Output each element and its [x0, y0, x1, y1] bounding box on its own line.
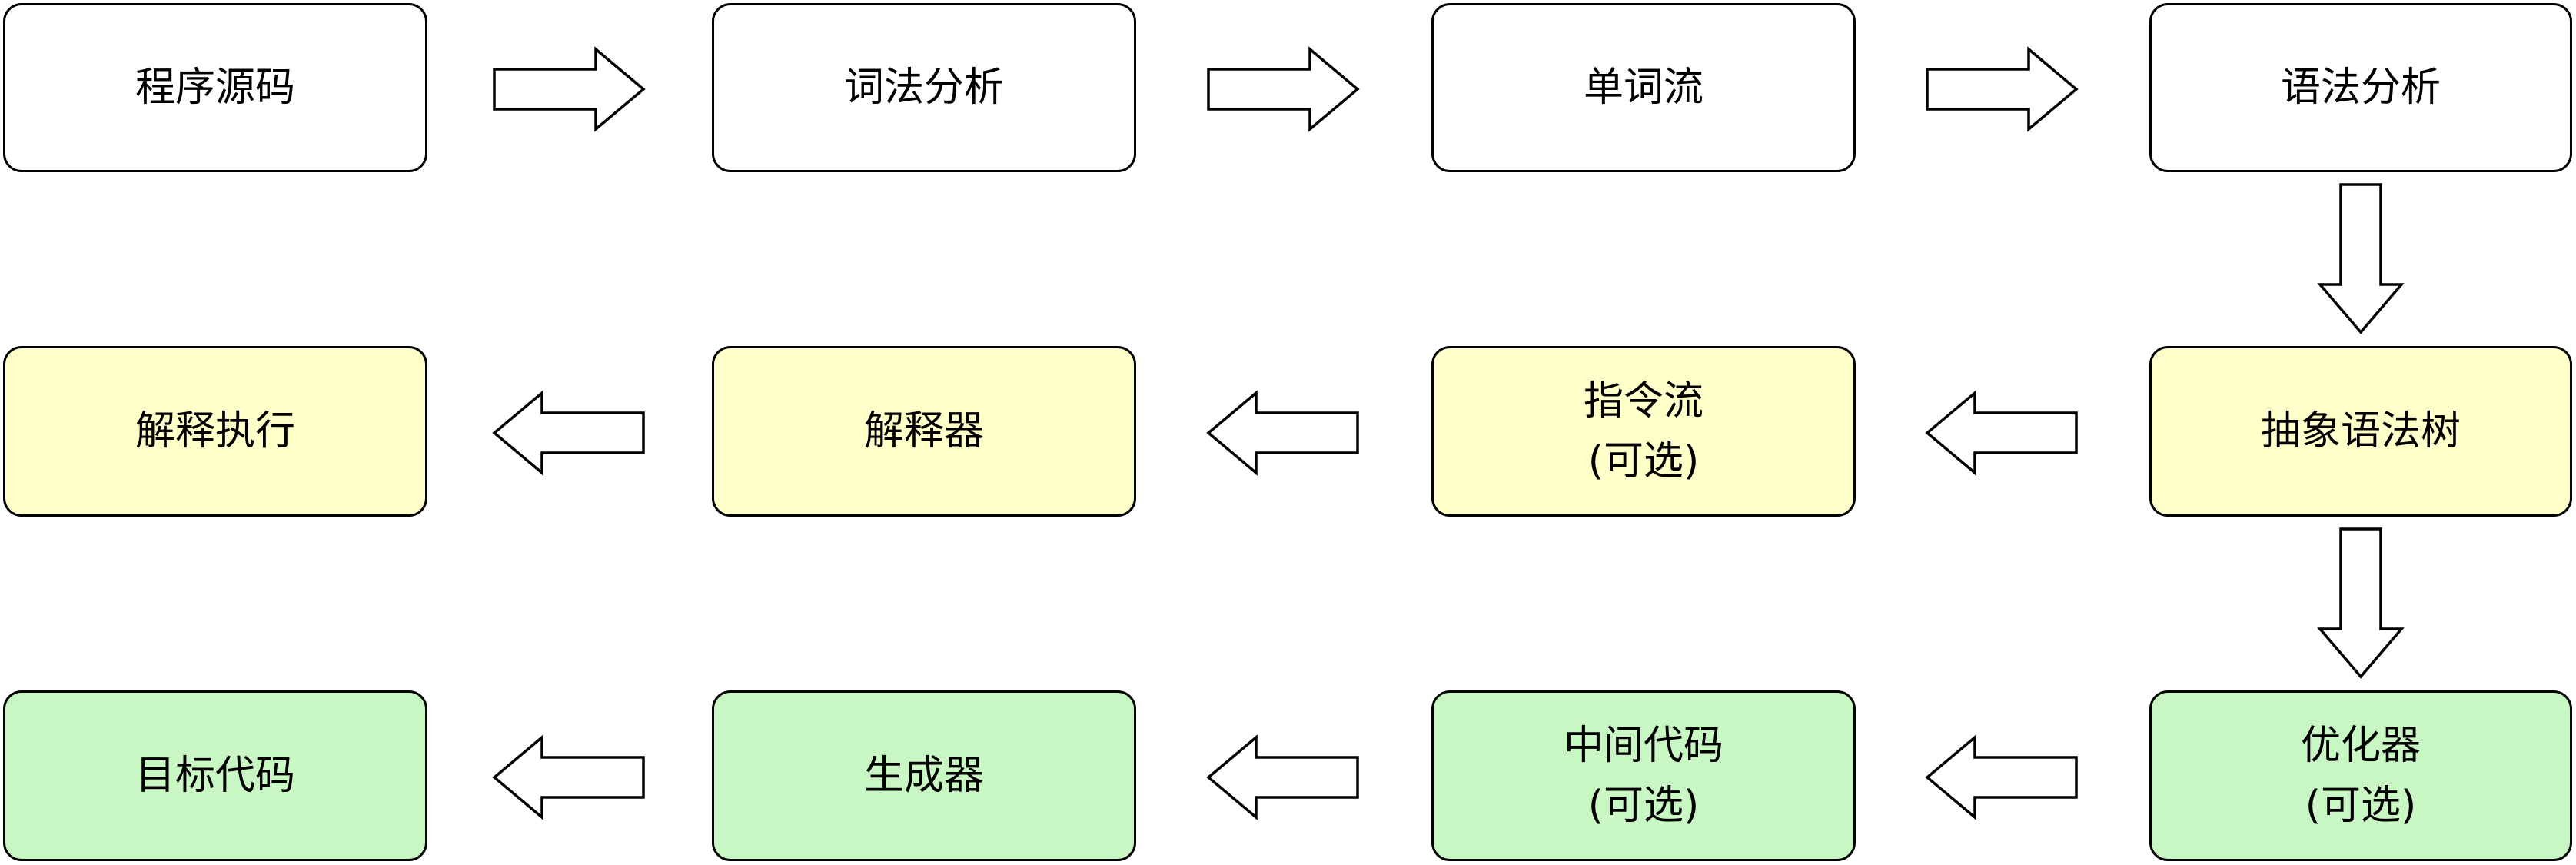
node-ast: 抽象语法树: [2149, 346, 2572, 517]
node-label: 单词流: [1583, 65, 1703, 111]
arrow-down-icon: [2317, 527, 2405, 679]
node-target-code: 目标代码: [3, 690, 427, 861]
node-source-code: 程序源码: [3, 3, 427, 172]
arrow-left-icon: [492, 734, 645, 820]
node-label: 程序源码: [135, 65, 295, 111]
arrow-left-icon: [1206, 390, 1359, 476]
arrow-right-icon: [1207, 46, 1360, 132]
node-label: 目标代码: [135, 753, 295, 799]
arrow-left-icon: [492, 390, 645, 476]
node-label-line2: (可选): [1587, 438, 1700, 484]
node-label: 语法分析: [2280, 65, 2441, 111]
node-label: 词法分析: [843, 65, 1004, 111]
node-intermediate-code: 中间代码 (可选): [1431, 690, 1856, 861]
node-generator: 生成器: [712, 690, 1136, 861]
node-lexical-analysis: 词法分析: [712, 3, 1136, 172]
node-label: 解释执行: [135, 408, 295, 454]
node-label-line2: (可选): [1587, 783, 1700, 829]
node-label-line2: (可选): [2305, 783, 2417, 829]
node-label: 解释器: [863, 408, 984, 454]
node-syntax-analysis: 语法分析: [2149, 3, 2572, 172]
node-label-line1: 优化器: [2300, 723, 2421, 769]
arrow-left-icon: [1925, 390, 2078, 476]
node-label: 生成器: [863, 753, 984, 799]
node-token-stream: 单词流: [1431, 3, 1856, 172]
node-instruction-stream: 指令流 (可选): [1431, 346, 1856, 517]
arrow-down-icon: [2317, 183, 2405, 334]
arrow-left-icon: [1206, 734, 1359, 820]
arrow-right-icon: [1926, 46, 2079, 132]
arrow-right-icon: [493, 46, 646, 132]
node-label-line1: 指令流: [1583, 378, 1703, 424]
node-interpreter: 解释器: [712, 346, 1136, 517]
node-label: 抽象语法树: [2260, 408, 2461, 454]
arrow-left-icon: [1925, 734, 2078, 820]
node-label-line1: 中间代码: [1563, 723, 1723, 769]
node-interpret-execute: 解释执行: [3, 346, 427, 517]
node-optimizer: 优化器 (可选): [2149, 690, 2572, 861]
